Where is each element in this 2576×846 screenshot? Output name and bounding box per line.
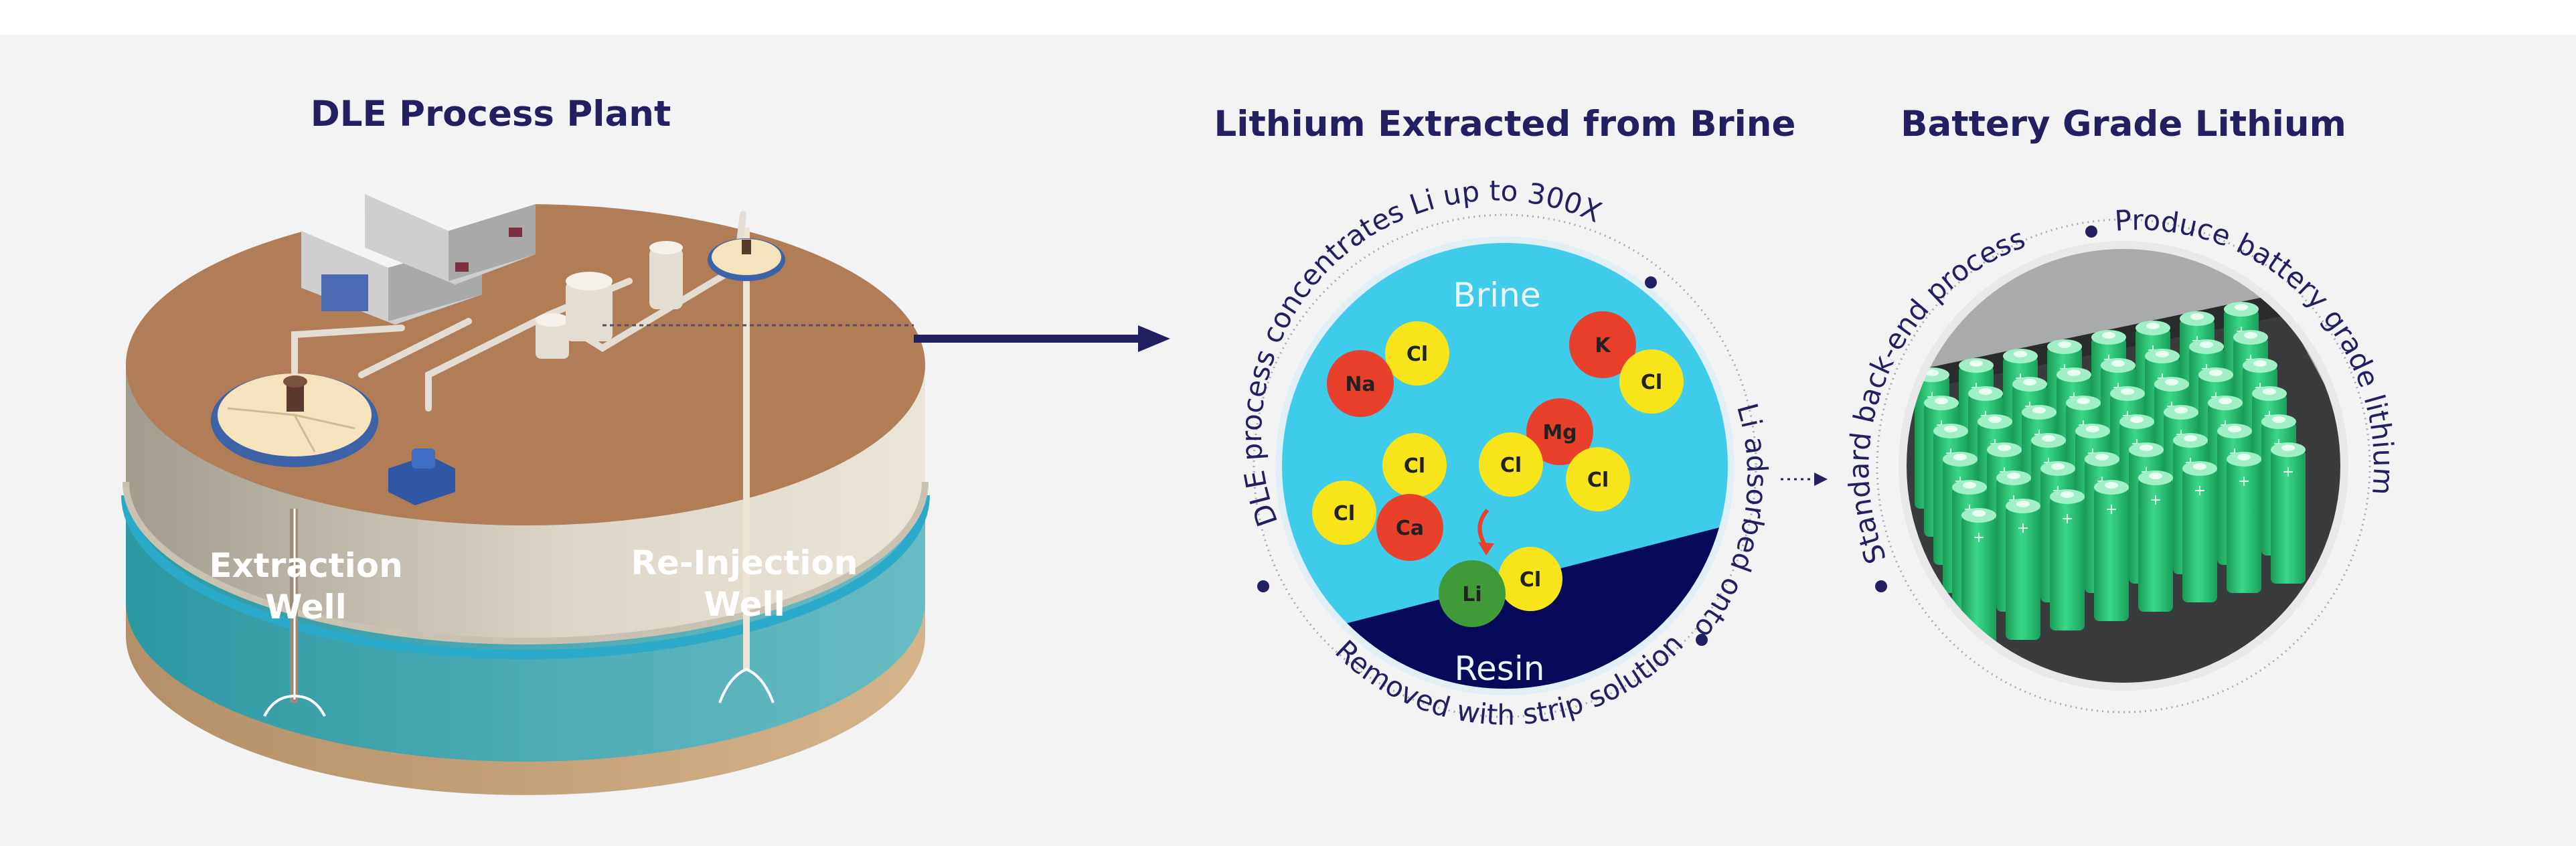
process-tanks xyxy=(536,241,683,359)
battery-cell: + xyxy=(2227,452,2261,593)
battery-cell: + xyxy=(2271,442,2306,584)
plant-block xyxy=(121,167,930,795)
svg-text:+: + xyxy=(1973,529,1985,546)
svg-text:+: + xyxy=(2194,483,2206,499)
ion-mg: Mg xyxy=(1526,398,1593,465)
svg-text:Cl: Cl xyxy=(1334,502,1355,525)
svg-text:Mg: Mg xyxy=(1542,421,1577,444)
reinjection-well-label-1: Re-Injection xyxy=(631,543,858,582)
svg-text:+: + xyxy=(2238,473,2250,490)
ion-na: Na xyxy=(1327,350,1394,417)
svg-text:K: K xyxy=(1595,334,1611,357)
svg-text:Cl: Cl xyxy=(1587,469,1609,492)
ion-li: Li xyxy=(1439,560,1506,627)
svg-text:Li: Li xyxy=(1462,583,1481,606)
svg-text:Cl: Cl xyxy=(1404,454,1425,478)
svg-text:Cl: Cl xyxy=(1520,568,1541,592)
battery-cell: + xyxy=(2006,499,2040,640)
extraction-well-label-1: Extraction xyxy=(209,546,402,585)
resin-label: Resin xyxy=(1455,649,1545,688)
battery-cell: + xyxy=(2182,461,2217,602)
ion-cl-1: Cl xyxy=(1385,321,1449,386)
svg-text:Cl: Cl xyxy=(1500,454,1522,477)
ion-cl-2: Cl xyxy=(1619,349,1684,414)
extraction-well-label-2: Well xyxy=(265,588,347,626)
battery-cells: ++++++++++++++++++++++++++++++++++++++++… xyxy=(1915,302,2306,649)
svg-text:Cl: Cl xyxy=(1641,371,1662,394)
svg-text:+: + xyxy=(2017,520,2029,537)
svg-text:+: + xyxy=(2105,501,2117,518)
svg-text:+: + xyxy=(2150,492,2162,509)
ion-cl-7: Cl xyxy=(1498,547,1562,611)
ion-cl-6: Cl xyxy=(1312,481,1376,545)
title-lithium-extracted: Lithium Extracted from Brine xyxy=(1214,104,1796,145)
ion-cl-5: Cl xyxy=(1382,433,1447,497)
battery-circle: ++++++++++++++++++++++++++++++++++++++++… xyxy=(1875,218,2371,713)
svg-text:Cl: Cl xyxy=(1406,343,1428,366)
svg-text:Ca: Ca xyxy=(1396,517,1424,540)
plant-buildings xyxy=(301,167,536,325)
pump xyxy=(388,448,455,505)
brine-label: Brine xyxy=(1453,276,1540,315)
ion-group: Cl Na K Cl Mg Cl Cl Cl xyxy=(1312,311,1684,627)
ion-k: K xyxy=(1569,311,1636,378)
svg-text:Na: Na xyxy=(1345,373,1375,396)
svg-text:+: + xyxy=(2061,511,2073,527)
process-arrow xyxy=(914,325,1170,352)
battery-cell: + xyxy=(1961,508,1996,649)
ion-cl-3: Cl xyxy=(1479,432,1543,497)
reinjection-well-pipe xyxy=(743,228,750,669)
battery-cell: + xyxy=(2094,480,2129,621)
battery-cell: + xyxy=(2050,489,2085,630)
connector-arrow xyxy=(1781,473,1828,486)
svg-text:+: + xyxy=(2282,464,2294,481)
title-battery-grade: Battery Grade Lithium xyxy=(1901,104,2346,145)
battery-cell: + xyxy=(2138,471,2173,612)
ion-ca: Ca xyxy=(1376,494,1443,561)
ion-cl-4: Cl xyxy=(1566,447,1630,511)
reinjection-well-label-2: Well xyxy=(704,585,785,624)
title-dle-process-plant: DLE Process Plant xyxy=(310,94,671,135)
